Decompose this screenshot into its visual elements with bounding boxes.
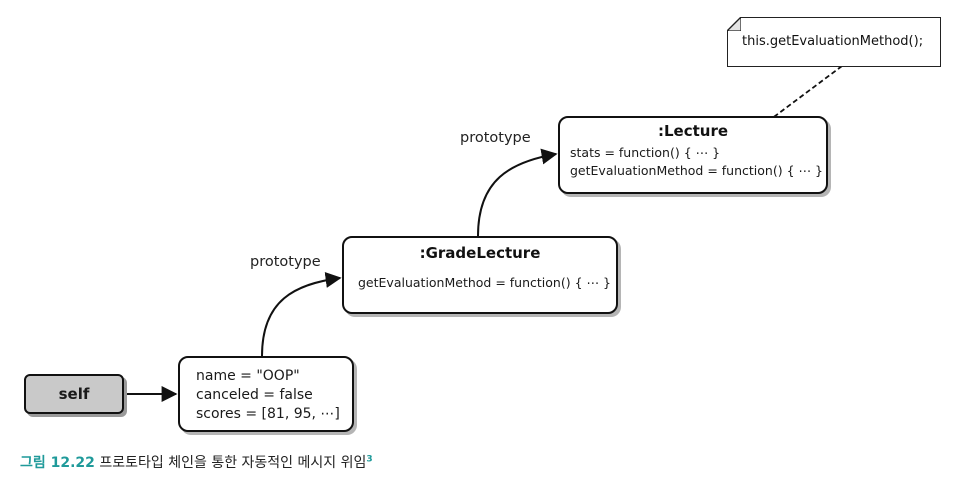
instance-property-name: name = "OOP" [196, 368, 300, 384]
figure-caption: 그림 12.22 프로토타입 체인을 통한 자동적인 메시지 위임3 [20, 452, 373, 472]
prototype-label-2: prototype [460, 130, 531, 146]
prototype-arrow-1 [261, 271, 342, 357]
self-label: self [58, 385, 90, 403]
lecture-method-evaluation: getEvaluationMethod = function() { ⋯ } [570, 163, 823, 178]
gradelecture-object-box: :GradeLecture getEvaluationMethod = func… [342, 236, 618, 314]
prototype-label-1: prototype [250, 254, 321, 270]
lecture-title: :Lecture [657, 122, 729, 140]
code-note [727, 17, 941, 67]
instance-property-scores: scores = [81, 95, ⋯] [196, 406, 340, 422]
code-note-text: this.getEvaluationMethod(); [742, 34, 924, 49]
prototype-arrow-2 [477, 148, 558, 237]
instance-object-box: name = "OOP" canceled = false scores = [… [178, 356, 354, 432]
note-fold-corner [727, 17, 741, 31]
footnote-marker: 3 [366, 454, 373, 465]
lecture-object-box: :Lecture stats = function() { ⋯ } getEva… [558, 116, 828, 194]
instance-property-canceled: canceled = false [196, 387, 313, 403]
gradelecture-title: :GradeLecture [419, 244, 541, 262]
figure-number: 그림 12.22 [20, 455, 95, 471]
lecture-method-stats: stats = function() { ⋯ } [570, 145, 721, 160]
self-box: self [24, 374, 124, 414]
gradelecture-method: getEvaluationMethod = function() { ⋯ } [358, 275, 611, 290]
figure-caption-text: 프로토타입 체인을 통한 자동적인 메시지 위임 [99, 455, 367, 471]
